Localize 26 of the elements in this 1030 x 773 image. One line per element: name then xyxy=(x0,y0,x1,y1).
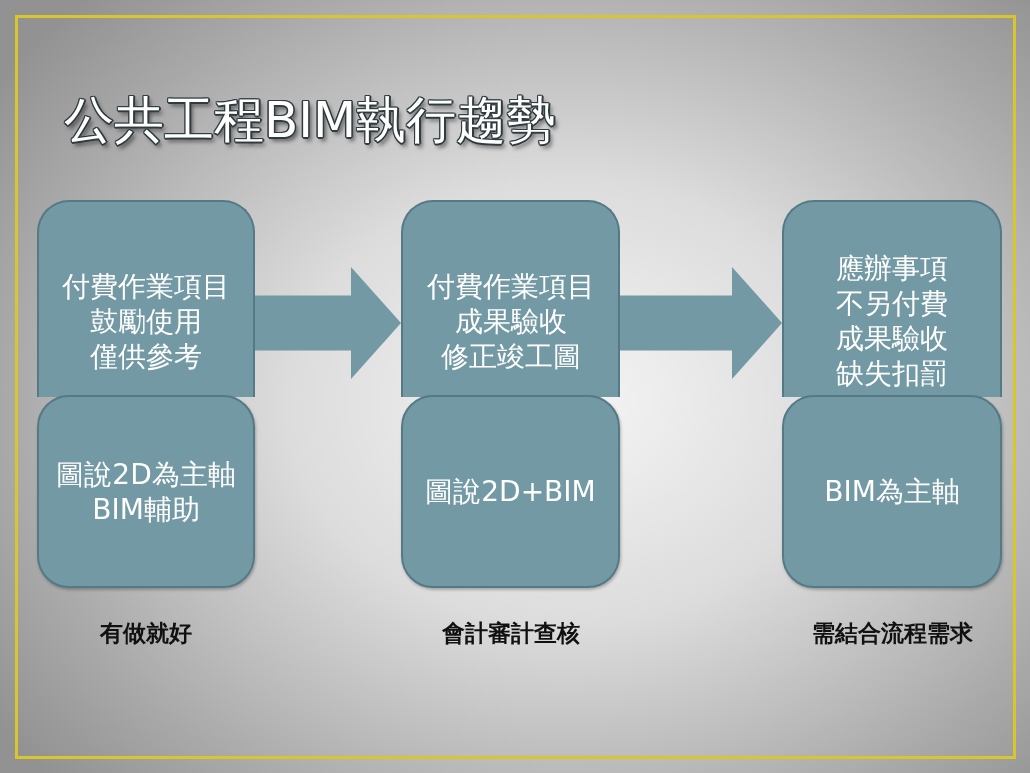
node-text: 成果驗收 xyxy=(836,321,948,356)
block-arrow xyxy=(620,267,782,379)
node-text: BIM為主軸 xyxy=(824,474,960,509)
node-text: 應辦事項 xyxy=(836,251,948,286)
rounded-box xyxy=(782,395,1002,588)
node-text: 圖說2D為主軸 xyxy=(56,456,236,492)
rounded-box xyxy=(401,395,620,588)
node-text: BIM輔助 xyxy=(92,491,200,527)
column-caption: 需結合流程需求 xyxy=(811,619,973,648)
node-text: 僅供參考 xyxy=(90,338,202,374)
rounded-box xyxy=(401,200,620,397)
node-text: 缺失扣罰 xyxy=(836,356,948,391)
node-text: 不另付費 xyxy=(836,286,948,321)
node-text: 圖說2D+BIM xyxy=(425,474,596,509)
node-text: 付費作業項目 xyxy=(426,268,595,304)
node-text: 修正竣工圖 xyxy=(440,338,581,374)
node-text: 鼓勵使用 xyxy=(90,303,202,339)
rounded-box xyxy=(37,395,255,588)
node-text: 付費作業項目 xyxy=(62,268,230,304)
slide-title: 公共工程BIM執行趨勢 xyxy=(64,90,557,151)
block-arrow xyxy=(255,267,401,379)
rounded-box xyxy=(782,200,1002,397)
node-text: 成果驗收 xyxy=(454,303,567,339)
column-caption: 會計審計查核 xyxy=(441,619,580,648)
rounded-box xyxy=(37,200,255,397)
column-caption: 有做就好 xyxy=(100,619,192,648)
